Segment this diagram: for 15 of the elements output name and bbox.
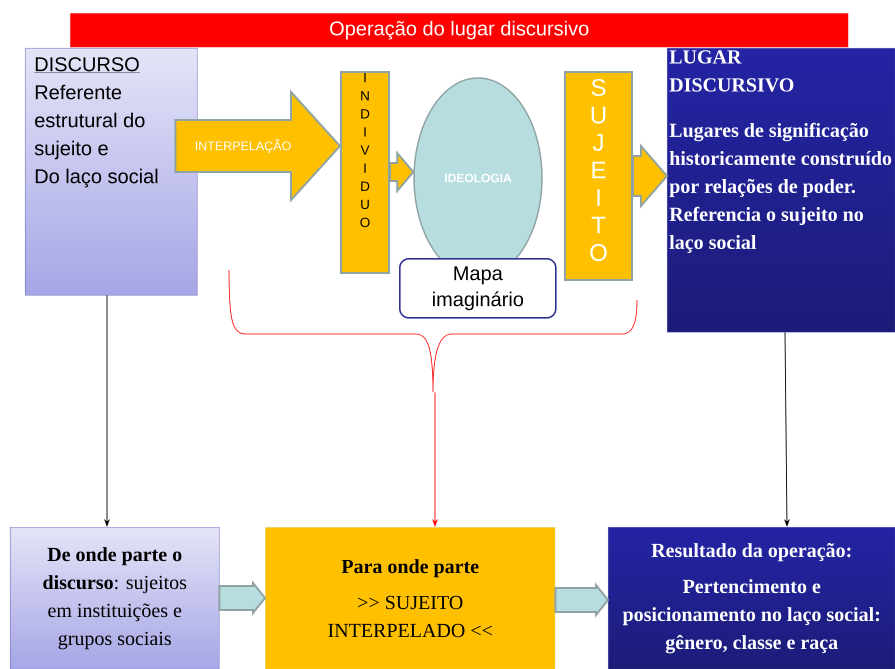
text-box: De onde parte o discurso: sujeitos em instituições e grupos sociais: [10, 527, 220, 669]
edge-label: INTERPELAÇÃO: [196, 139, 291, 153]
block-arrow: [632, 143, 668, 209]
block-arrow: [389, 150, 415, 194]
block-arrow: [174, 89, 342, 203]
text-box: Para onde parte >> SUJEITO INTERPELADO <<: [265, 527, 556, 669]
vertical-bar: SUJEITO: [564, 71, 633, 281]
vertical-bar: INDIVIDUO: [340, 71, 390, 274]
text-box: Resultado da operação: Pertencimento e posicionamento no laço social: gênero, classe e raça: [608, 527, 895, 669]
rounded-box: Mapa imaginário: [399, 258, 557, 319]
discourse-box: DISCURSO Referente estrutural do sujeito e Do laço social: [25, 48, 198, 296]
text-box: LUGAR DISCURSIVO Lugares de significação historicamente construído por relações de poder. Referencia o sujeito no laço social: [667, 48, 895, 332]
title-band: Operação do lugar discursivo: [70, 13, 848, 48]
block-arrow: [218, 580, 266, 616]
block-arrow: [554, 582, 610, 618]
